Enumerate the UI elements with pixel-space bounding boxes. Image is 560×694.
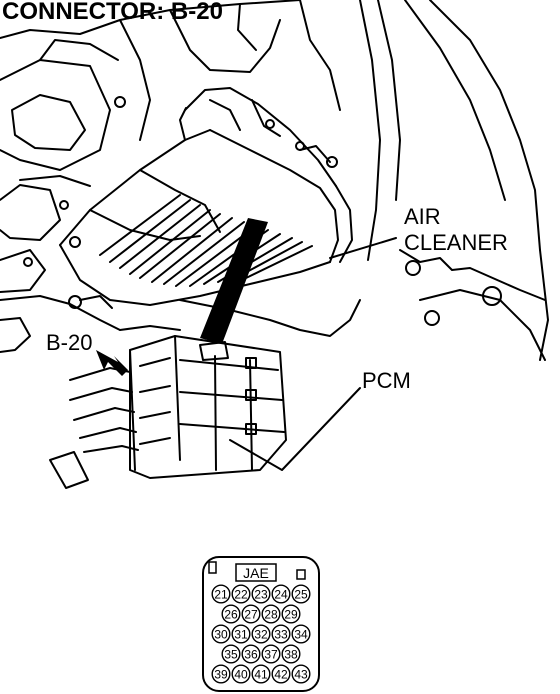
connector-pin-42 <box>271 664 291 684</box>
connector-pins: 21 22 23 24 25 26 27 28 29 30 31 32 33 34 35 36 37 38 39 40… <box>211 584 311 684</box>
connector-pin-label-38: 38 <box>284 648 298 662</box>
connector-pin-label-39: 39 <box>214 668 228 682</box>
air-cleaner-label-line2: CLEANER <box>404 230 508 255</box>
connector-pin-36 <box>241 644 261 664</box>
connector-pin-label-21: 21 <box>214 588 228 602</box>
connector-pin-21 <box>211 584 231 604</box>
connector-ref-label: B-20 <box>46 330 93 355</box>
connector-pin-41 <box>251 664 271 684</box>
connector-pin-label-32: 32 <box>254 628 268 642</box>
connector-pin-label-40: 40 <box>234 668 248 682</box>
connector-pin-label-28: 28 <box>264 608 278 622</box>
connector-pin-34 <box>291 624 311 644</box>
connector-pin-label-29: 29 <box>284 608 298 622</box>
connector-key-label: JAE <box>243 565 269 581</box>
connector-pin-33 <box>271 624 291 644</box>
connector-pin-label-25: 25 <box>294 588 308 602</box>
connector-pin-label-42: 42 <box>274 668 288 682</box>
connector-pin-label-34: 34 <box>294 628 308 642</box>
connector-pin-31 <box>231 624 251 644</box>
connector-pin-22 <box>231 584 251 604</box>
connector-pin-26 <box>221 604 241 624</box>
connector-pin-label-26: 26 <box>224 608 238 622</box>
connector-pin-27 <box>241 604 261 624</box>
connector-face: JAE 21 22 23 24 25 26 27 28 29 30 31 32 33 34 35 36 37 38… <box>202 556 320 692</box>
connector-pin-39 <box>211 664 231 684</box>
connector-pin-label-33: 33 <box>274 628 288 642</box>
connector-pin-25 <box>291 584 311 604</box>
connector-pin-label-27: 27 <box>244 608 258 622</box>
connector-pin-label-35: 35 <box>224 648 238 662</box>
air-cleaner-label-line1: AIR <box>404 204 441 229</box>
connector-pin-37 <box>261 644 281 664</box>
connector-pin-label-23: 23 <box>254 588 268 602</box>
connector-pin-label-36: 36 <box>244 648 258 662</box>
connector-pin-label-41: 41 <box>254 668 268 682</box>
connector-pin-35 <box>221 644 241 664</box>
connector-pin-24 <box>271 584 291 604</box>
connector-pin-38 <box>281 644 301 664</box>
pcm-label: PCM <box>362 368 411 393</box>
connector-outline <box>202 556 320 692</box>
connector-pin-label-22: 22 <box>234 588 248 602</box>
connector-pin-label-30: 30 <box>214 628 228 642</box>
connector-key-box <box>235 563 277 582</box>
connector-pin-32 <box>251 624 271 644</box>
connector-left-key <box>208 561 217 574</box>
connector-right-key <box>296 569 306 580</box>
connector-pin-43 <box>291 664 311 684</box>
connector-pin-29 <box>281 604 301 624</box>
diagram-title: CONNECTOR: B-20 <box>2 0 223 25</box>
connector-pin-label-43: 43 <box>294 668 308 682</box>
connector-pin-label-31: 31 <box>234 628 248 642</box>
connector-pin-23 <box>251 584 271 604</box>
connector-pin-40 <box>231 664 251 684</box>
connector-pin-28 <box>261 604 281 624</box>
connector-pin-label-24: 24 <box>274 588 288 602</box>
connector-pin-label-37: 37 <box>264 648 278 662</box>
connector-pin-30 <box>211 624 231 644</box>
